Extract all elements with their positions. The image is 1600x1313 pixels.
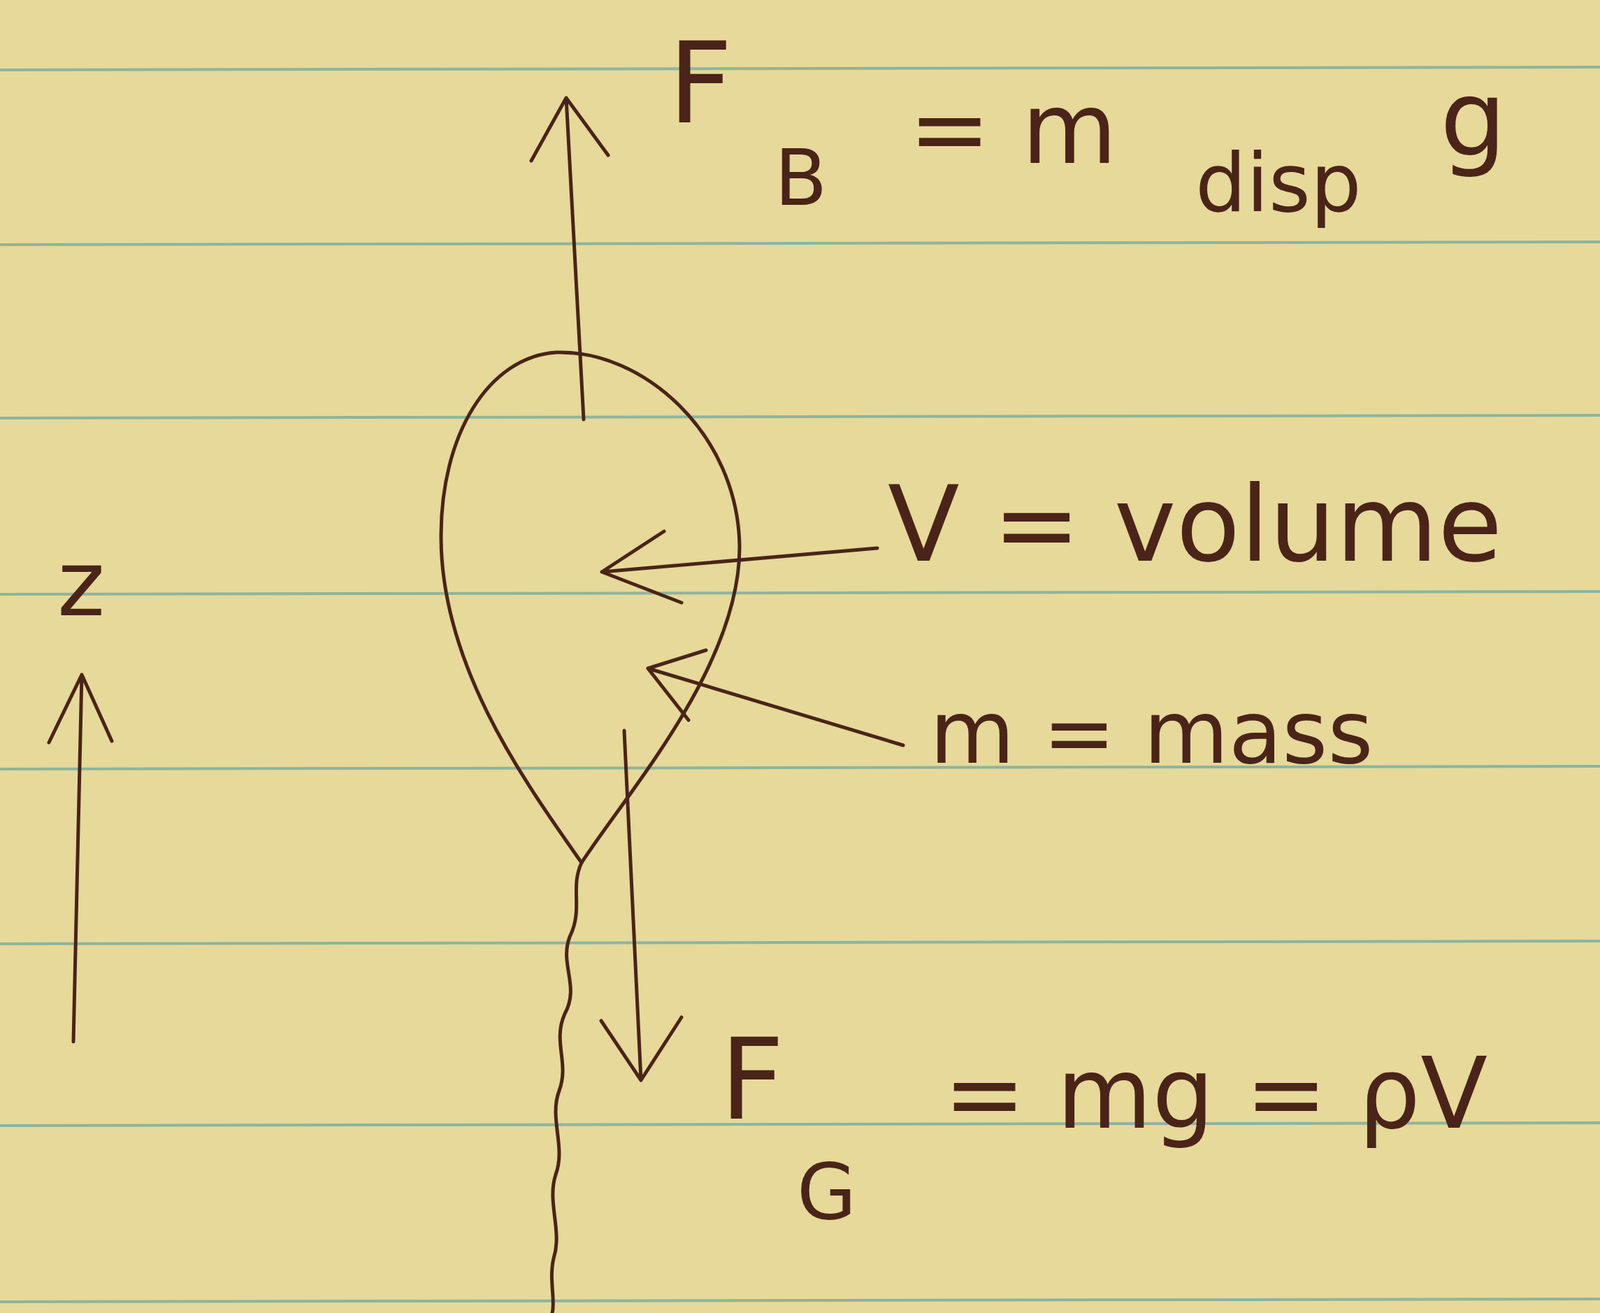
mass-subscript: disp [1195,143,1362,224]
callout-label: V = volume [887,471,1503,577]
buoyancy-arrow [531,97,609,420]
equation-text: = mg = ρV [943,1044,1488,1143]
balloon-outline [441,352,740,863]
force-symbol: F [719,1024,785,1136]
force-subscript: B [774,139,827,217]
force-subscript: G [796,1153,857,1231]
equation-text: = m [908,80,1117,179]
callout-label: m = mass [929,688,1374,776]
axis-label: z [57,538,105,630]
gravity-arrow [601,730,682,1080]
ruled-lines [0,67,1600,1302]
force-symbol: F [668,27,733,140]
equation-text: g [1439,66,1507,172]
balloon-string [551,862,582,1313]
mass-leader [647,650,904,746]
z-axis-arrow [48,674,112,1042]
volume-leader [601,531,878,603]
